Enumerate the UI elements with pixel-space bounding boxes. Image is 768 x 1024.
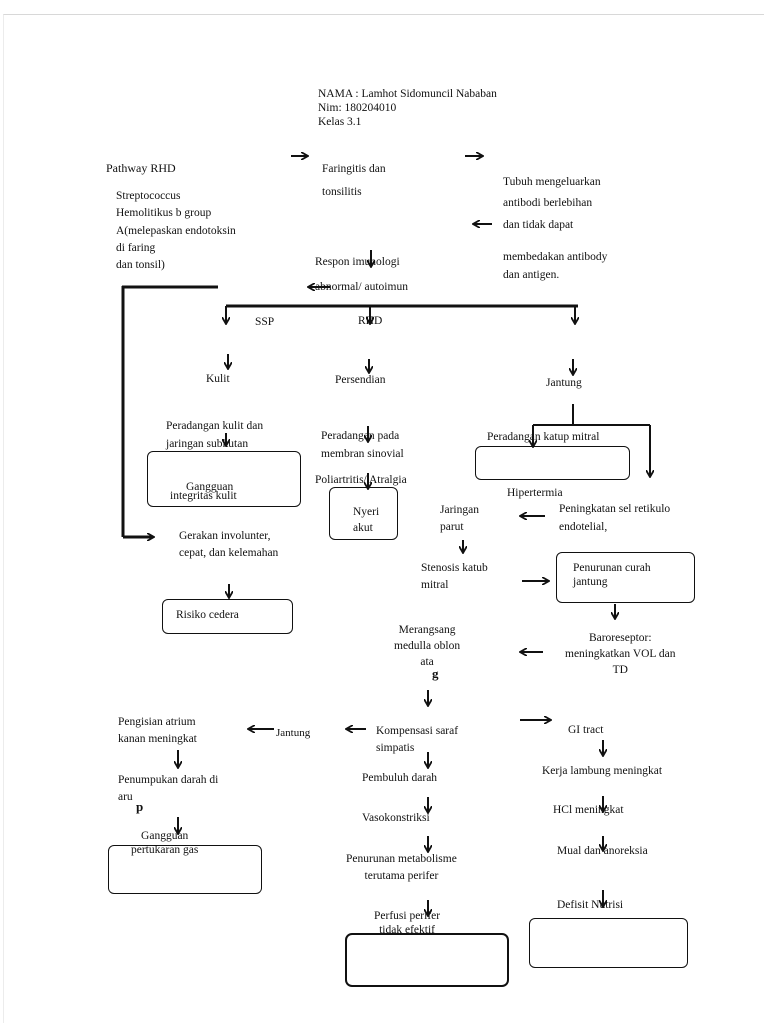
diagnosis-box-perfusi <box>345 933 509 987</box>
node-nyeri-akut: Nyeri akut <box>353 506 380 534</box>
diagnosis-box-penurunan-curah <box>556 552 695 603</box>
pathway-title: Pathway RHD <box>106 161 176 175</box>
node-jantung: Jantung <box>546 377 582 389</box>
node-peradangan-katup: Peradangan katup mitral <box>487 431 600 443</box>
node-pengisian: Pengisian atrium kanan meningkat <box>118 716 197 746</box>
node-gerakan: Gerakan involunter, cepat, dan kelemahan <box>179 530 279 560</box>
node-tubuh: Tubuh mengeluarkan antibodi berlebihan d… <box>503 176 601 231</box>
node-kulit: Kulit <box>206 373 230 385</box>
node-membedakan: membedakan antibody dan antigen. <box>503 251 608 281</box>
diagnosis-box-integritas-kulit <box>147 451 301 507</box>
node-hipertermia: Hipertermia <box>507 487 563 499</box>
node-pembuluh: Pembuluh darah <box>362 772 438 784</box>
node-poliartritis: Poliartritis/ Atralgia <box>315 474 407 486</box>
node-merangsang: Merangsang medulla oblon ata <box>394 624 461 669</box>
box-peradangan-katup <box>475 446 630 480</box>
node-penumpukan: Penumpukan darah di aru <box>118 774 219 804</box>
node-gi-tract: GI tract <box>568 724 604 736</box>
page-border <box>3 14 764 1023</box>
node-gangguan-integritas-1: Gangguan <box>186 481 234 493</box>
node-gangguan-integritas-2: integritas kulit <box>170 490 237 502</box>
node-penurunan-curah: Penurunan curah jantung <box>573 562 651 589</box>
node-persendian: Persendian <box>335 374 386 386</box>
diagnosis-box-defisit-nutrisi <box>529 918 688 968</box>
header-nim: Nim: 180204010 <box>318 102 397 114</box>
node-jantung-2: Jantung <box>276 727 311 739</box>
node-peningkatan-sel: Peningkatan sel retikulo endotelial, <box>559 503 671 533</box>
node-penurunan-metabolisme: Penurunan metabolisme terutama perifer <box>346 853 457 882</box>
node-peradangan-membran: Peradangan pada membran sinovial <box>321 430 404 460</box>
node-faringitis: Faringitis dan tonsilitis <box>322 163 386 198</box>
node-kerja-lambung: Kerja lambung meningkat <box>542 765 663 777</box>
node-perfusi: Perfusi perifer tidak efektif <box>374 910 441 936</box>
header-kelas: Kelas 3.1 <box>318 116 362 128</box>
node-respon: Respon imunologi abnormal/ autoimun <box>315 256 408 294</box>
node-merangsang-g: g <box>432 666 439 681</box>
node-ssp: SSP <box>255 316 275 328</box>
node-stenosis: Stenosis katub mitral <box>421 562 488 592</box>
node-jaringan-parut: Jaringan parut <box>440 504 479 533</box>
diagnosis-box-risiko-cedera <box>162 599 293 634</box>
diagnosis-box-nyeri-akut <box>329 487 398 540</box>
node-risiko-cedera: Risiko cedera <box>176 609 239 621</box>
node-mual: Mual dan anoreksia <box>557 845 648 857</box>
header-nama: NAMA : Lamhot Sidomuncil Nababan <box>318 88 497 100</box>
node-vasokonstriksi: Vasokonstriksi <box>362 812 430 824</box>
node-baroreseptor: Baroreseptor: meningkatkan VOL dan TD <box>565 632 676 677</box>
node-penumpukan-p: p <box>136 799 144 814</box>
diagnosis-box-gangguan-pertukaran <box>108 845 262 894</box>
node-streptococcus: Streptococcus Hemolitikus b group A(mele… <box>116 190 236 271</box>
node-peradangan-kulit: Peradangan kulit dan jaringan subkutan <box>166 420 264 450</box>
node-kompensasi: Kompensasi saraf simpatis <box>376 725 459 755</box>
